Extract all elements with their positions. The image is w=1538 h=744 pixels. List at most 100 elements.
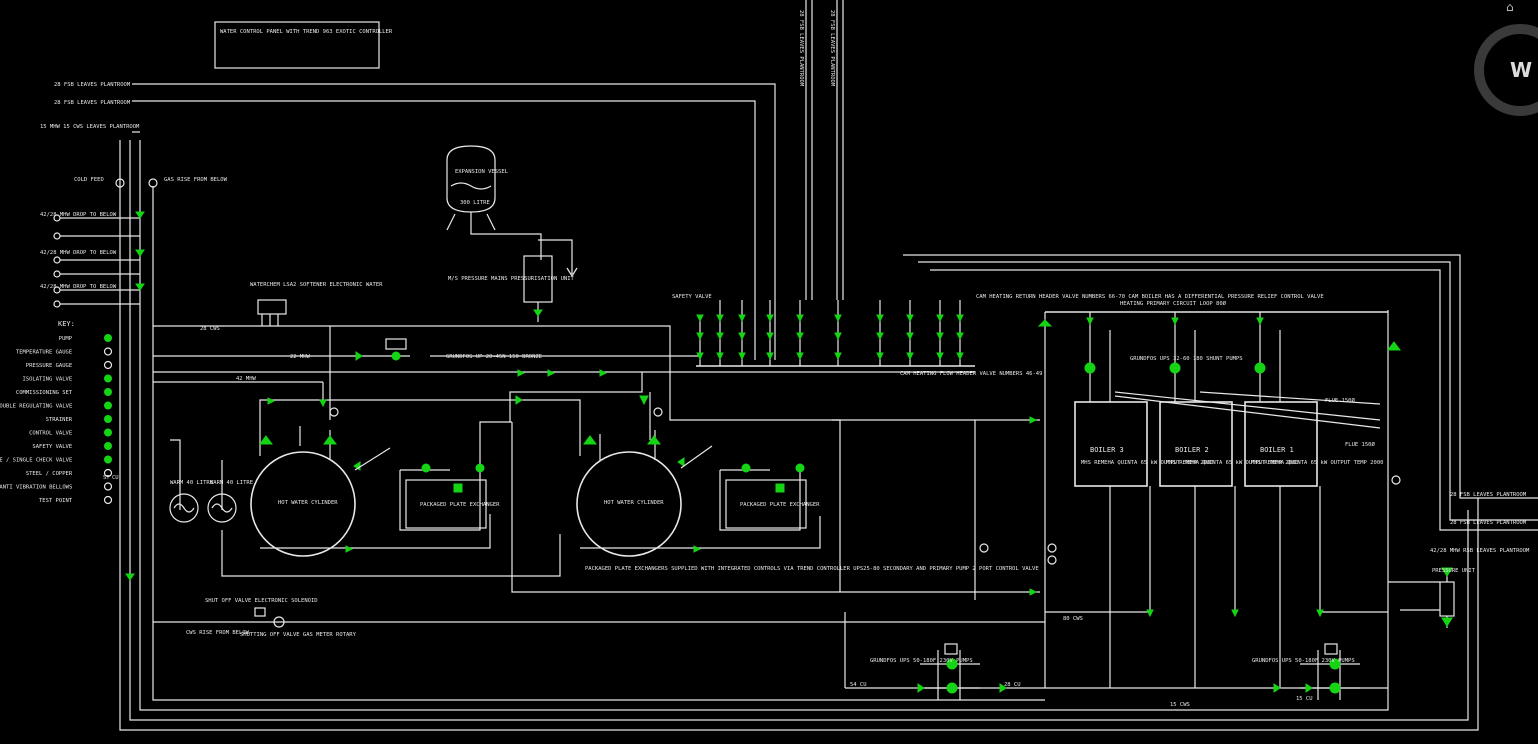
pipe-label-28-cws: 28 CWS: [200, 326, 220, 332]
pump-icon: [421, 463, 431, 473]
temperature-gauge-icon: [103, 347, 113, 356]
pump-icon: [1329, 682, 1341, 694]
isolating-valve-icon: [1171, 317, 1179, 326]
navigation-wheel[interactable]: [1474, 24, 1538, 116]
isolating-valve-icon: [716, 332, 724, 341]
safety-valve-icon: [1387, 341, 1401, 351]
pump-icon: [1084, 362, 1096, 374]
isolating-valve-icon: [834, 314, 842, 323]
hot-water-cylinders: HOT WATER CYLINDER HOT WATER CYLINDER PA…: [250, 445, 1039, 572]
pressure-unit-label: PRESSURE UNIT: [1432, 568, 1476, 574]
pump-icon: [946, 658, 958, 670]
compass-west-button[interactable]: W: [1510, 58, 1533, 82]
isolating-valve-icon: [104, 374, 112, 383]
plantroom-leader-1: 28 FSB LEAVES PLANTROOM: [54, 82, 131, 88]
isolating-valve-icon: [766, 314, 774, 323]
pipe-label-80-cws: 80 CWS: [1063, 616, 1083, 622]
home-icon[interactable]: ⌂: [1506, 0, 1514, 14]
pressure-gauge-icon: [103, 360, 113, 370]
pump-icon: [795, 463, 805, 473]
pump-icon: [391, 351, 401, 361]
pressurisation-unit: M/S PRESSURE MAINS PRESSURISATION UNIT: [448, 239, 578, 322]
pump-icon: [475, 463, 485, 473]
pipe-label-15-cws: 15 CWS: [1170, 702, 1190, 708]
control-panel-box: [214, 21, 380, 69]
key-label: BLE / SINGLE CHECK VALVE: [0, 458, 72, 464]
plantroom-leader-3: 15 MHW 15 CWS LEAVES PLANTROOM: [40, 124, 140, 130]
gauges: [329, 407, 1401, 596]
isolating-valve-icon: [956, 352, 964, 361]
safety-valve-icon: [104, 442, 112, 450]
cylinder-1-label: HOT WATER CYLINDER: [278, 500, 338, 506]
pressure-gauge-icon: [1047, 555, 1057, 565]
expansion-vessel-label: EXPANSION VESSEL: [455, 169, 509, 175]
isolating-valve-icon: [693, 545, 702, 553]
check-valve-icon: [355, 351, 363, 361]
key-label: ISOLATING VALVE: [23, 377, 73, 383]
check-valve-icon: [104, 455, 112, 464]
isolating-valve-icon: [796, 332, 804, 341]
flue-label-2: FLUE 150Ø: [1345, 441, 1375, 448]
key-label: DOUBLE REGULATING VALVE: [0, 404, 72, 410]
vertical-leader-1: 28 FSB LEAVES PLANTROOM: [798, 10, 804, 87]
water-softener: WATERCHEM LSA2 SOFTENER ELECTRONIC WATER: [250, 282, 383, 326]
packaged-note: PACKAGED PLATE EXCHANGERS SUPPLIED WITH …: [585, 566, 1039, 572]
isolating-valve-icon: [738, 352, 746, 361]
isolating-valve-icon: [696, 314, 704, 323]
expansion-volume-label: 300 LITRE: [460, 200, 490, 206]
pump-icon: [1169, 362, 1181, 374]
control-valve-icon: [453, 483, 463, 493]
isolating-valve-icon: [547, 369, 556, 377]
heater-1-label: WARM 40 LITRE: [170, 480, 213, 486]
hot-water-cylinder-1: [250, 451, 356, 557]
isolating-valve-icon: [1256, 317, 1264, 326]
isolating-valve-icon: [956, 314, 964, 323]
pipe-label-54-cu: 54 CU: [850, 682, 867, 688]
pump-icon: [1329, 658, 1341, 670]
boiler-pumps-label: GRUNDFOS UPS 32-60 180 SHUNT PUMPS: [1130, 356, 1243, 362]
right-leader-3: 42/28 MHW RSB LEAVES PLANTROOM: [1430, 548, 1530, 554]
isolating-valve-icon: [125, 573, 135, 581]
isolating-valve-icon: [956, 332, 964, 341]
pump-icon: [104, 334, 112, 342]
drop-label-1: 42/28 MHW DROP TO BELOW: [40, 212, 117, 218]
key-title: KEY:: [58, 320, 75, 328]
pipe-label-28-cu: 28 CU: [1004, 682, 1021, 688]
boiler-2-label: BOILER 2: [1175, 446, 1209, 454]
water-heaters: WARM 40 LITRE WARM 40 LITRE: [169, 480, 253, 523]
key-label: COMMISSIONING SET: [16, 390, 73, 396]
pump-icon: [1254, 362, 1266, 374]
pipe-label-42-mhw: 42 MHW: [236, 376, 257, 382]
safety-valve-icon: [259, 435, 273, 445]
pipe-label-15-cu: 15 CU: [1296, 696, 1313, 702]
flue-label-1: FLUE 150Ø: [1325, 397, 1355, 404]
drop-label-2: 42/28 MHW DROP TO BELOW: [40, 250, 117, 256]
phe-2-label: PACKAGED PLATE EXCHANGER: [740, 502, 820, 508]
strainer-icon: [104, 415, 112, 423]
drop-label-3: 42/28 MHW DROP TO BELOW: [40, 284, 117, 290]
heating-headers: CAM HEATING FLOW HEADER VALVE NUMBERS 46…: [672, 254, 1538, 554]
isolating-valve-icon: [1029, 416, 1038, 424]
left-risers: COLD FEED GAS RISE FROM BELOW 42/28 MHW …: [40, 140, 1479, 731]
key-label: TEST POINT: [39, 498, 73, 504]
key-symbol-cu: CU: [112, 475, 119, 481]
right-leader-2: 28 FSB LEAVES PLANTROOM: [1450, 520, 1527, 526]
isolating-valve-icon: [766, 352, 774, 361]
cws-rise-label: CWS RISE FROM BELOW: [186, 630, 250, 636]
isolating-valve-icon: [533, 309, 543, 317]
isolating-valve-icon: [1441, 567, 1453, 577]
isolating-valve-icon: [906, 352, 914, 361]
key-label: ANTI VIBRATION BELLOWS: [0, 485, 72, 491]
isolating-valve-icon: [796, 352, 804, 361]
key-label: STRAINER: [46, 417, 73, 423]
cold-feed-label: COLD FEED: [74, 177, 104, 183]
pump-set-1-label: GRUNDFOS UPS 50-180F 230V PUMPS: [870, 658, 973, 664]
heater-2-label: WARM 40 LITRE: [210, 480, 253, 486]
isolating-valve-icon: [1316, 609, 1324, 618]
steel-copper-icon: [103, 468, 113, 478]
key-label: CONTROL VALVE: [29, 431, 72, 437]
isolating-valve-icon: [876, 332, 884, 341]
